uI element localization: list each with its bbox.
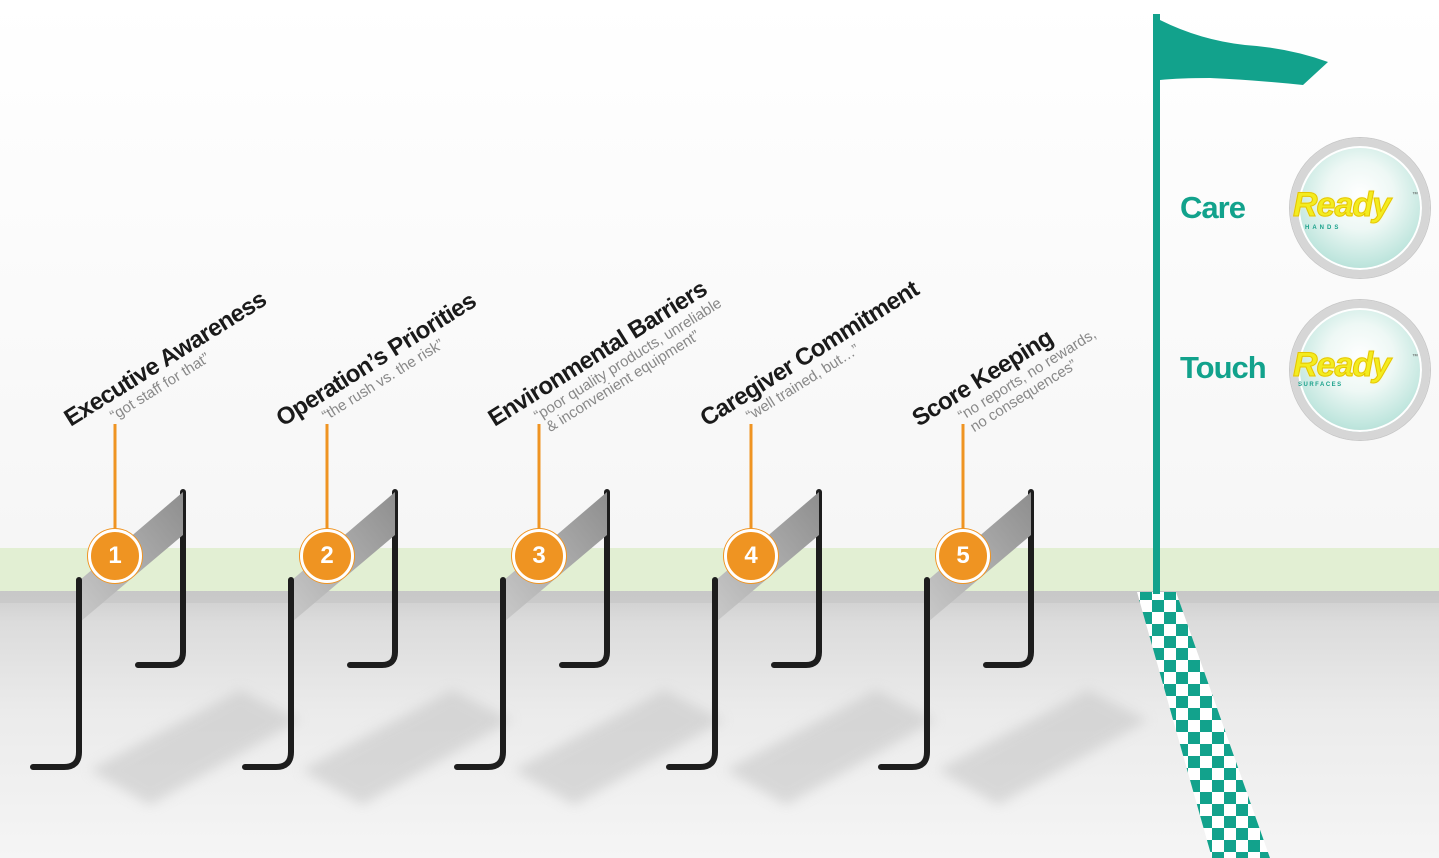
hurdle-rear-leg xyxy=(559,489,610,668)
hurdle-front-leg xyxy=(242,577,294,770)
hurdle-rear-leg xyxy=(771,489,822,668)
hurdle-number-badge: 2 xyxy=(300,529,354,583)
touch-trademark: ™ xyxy=(1412,354,1418,360)
hurdle-front-leg xyxy=(30,577,82,770)
hurdle-shadow xyxy=(726,690,936,805)
hurdle-shadow xyxy=(938,690,1148,805)
touch-ready-subtext: SURFACES xyxy=(1298,382,1343,388)
hurdle-rear-leg xyxy=(347,489,398,668)
care-ready-logo-text: Ready xyxy=(1292,186,1391,225)
hurdle-front-leg xyxy=(454,577,506,770)
hurdle-number-badge: 3 xyxy=(512,529,566,583)
care-ready-badge xyxy=(1290,138,1430,278)
hurdle-4 xyxy=(666,424,936,805)
hurdle-shadow xyxy=(514,690,724,805)
flag-pole xyxy=(1153,14,1160,594)
touch-ready-logo-text: Ready xyxy=(1292,346,1391,385)
finish-flag xyxy=(1137,14,1328,858)
hurdle-number-badge: 5 xyxy=(936,529,990,583)
hurdle-rear-leg xyxy=(135,489,186,668)
touch-word: Touch xyxy=(1180,350,1267,385)
finish-checker-line xyxy=(1137,592,1270,858)
hurdle-rear-leg xyxy=(983,489,1034,668)
hurdle-front-leg xyxy=(878,577,930,770)
hurdle-shadow xyxy=(302,690,512,805)
flag-cloth xyxy=(1160,20,1328,85)
care-trademark: ™ xyxy=(1412,192,1418,198)
hurdle-shadow xyxy=(90,690,300,805)
care-word: Care xyxy=(1180,190,1246,225)
touch-ready-badge xyxy=(1290,300,1430,440)
hurdle-number-badge: 1 xyxy=(88,529,142,583)
hurdle-front-leg xyxy=(666,577,718,770)
hurdle-number-badge: 4 xyxy=(724,529,778,583)
care-ready-subtext: HANDS xyxy=(1305,225,1342,231)
